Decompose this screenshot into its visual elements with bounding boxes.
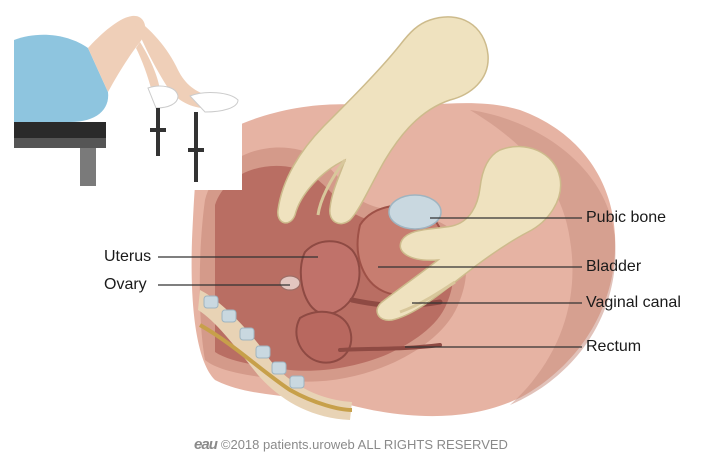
label-uterus: Uterus: [104, 249, 151, 265]
label-ovary: Ovary: [104, 277, 147, 293]
eau-logo: eau: [194, 436, 217, 453]
label-bladder: Bladder: [586, 259, 641, 275]
copyright-text: ©2018 patients.uroweb ALL RIGHTS RESERVE…: [221, 437, 508, 452]
body-section: [192, 103, 616, 420]
exam-table-inset: [0, 0, 242, 190]
copyright-footer: eau ©2018 patients.uroweb ALL RIGHTS RESE…: [0, 436, 702, 453]
label-pubic-bone: Pubic bone: [586, 210, 666, 226]
label-rectum: Rectum: [586, 339, 641, 355]
label-vaginal-canal: Vaginal canal: [586, 295, 681, 311]
